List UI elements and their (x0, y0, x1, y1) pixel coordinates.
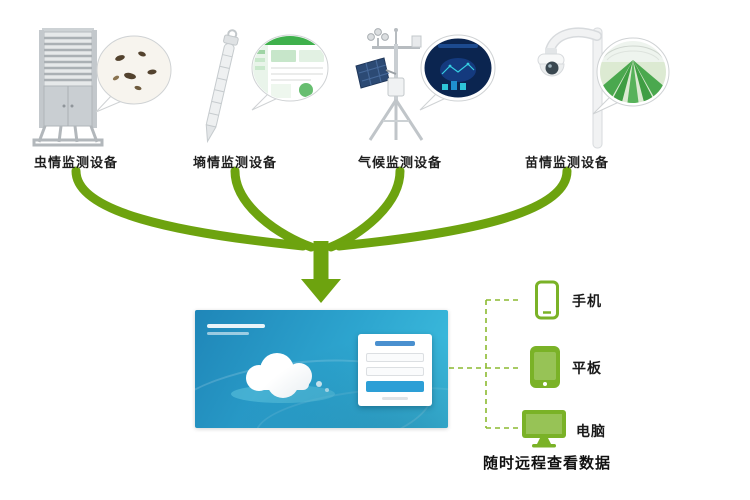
device-label-pest: 虫情监测设备 (33, 155, 118, 170)
pest-detail-bubble (95, 35, 172, 113)
device-label-seedling: 苗情监测设备 (524, 155, 609, 170)
terminal-label-phone: 手机 (572, 293, 602, 309)
dome-camera-icon (537, 27, 603, 149)
device-label-soil: 墒情监测设备 (192, 155, 277, 170)
login-password-field (366, 367, 424, 376)
phone-icon (535, 280, 559, 320)
device-merge-lines (71, 166, 572, 252)
device-label-weather: 气候监测设备 (357, 155, 442, 170)
terminal-label-desktop: 电脑 (576, 423, 606, 439)
weather-dashboard-bubble (419, 34, 496, 111)
device-art-seedling (505, 26, 675, 176)
greenhouse-bubble (592, 37, 670, 115)
weather-station-icon (355, 28, 424, 141)
login-username-field (366, 353, 424, 362)
down-arrow (301, 241, 341, 303)
platform-screenshot (195, 310, 448, 428)
desktop-icon (522, 410, 566, 448)
device-art-pest (18, 26, 173, 176)
terminal-dashed-links (449, 299, 522, 429)
login-title-bar (375, 341, 415, 346)
soil-probe-icon (205, 29, 239, 144)
login-button (366, 381, 424, 392)
tablet-icon (530, 346, 560, 388)
moths-illustration (112, 51, 157, 91)
terminal-label-tablet: 平板 (572, 360, 602, 376)
cloud-illustration (231, 353, 335, 403)
login-link-bar (382, 397, 408, 400)
platform-subtitle-textline (207, 332, 249, 335)
device-art-soil (178, 26, 333, 176)
soil-dashboard-bubble (251, 34, 329, 111)
caption-remote-view: 随时远程查看数据 (482, 455, 611, 472)
insect-trap-icon (32, 28, 104, 147)
platform-login-card (358, 334, 432, 406)
device-art-weather (338, 26, 498, 176)
platform-title-textline (207, 324, 265, 328)
